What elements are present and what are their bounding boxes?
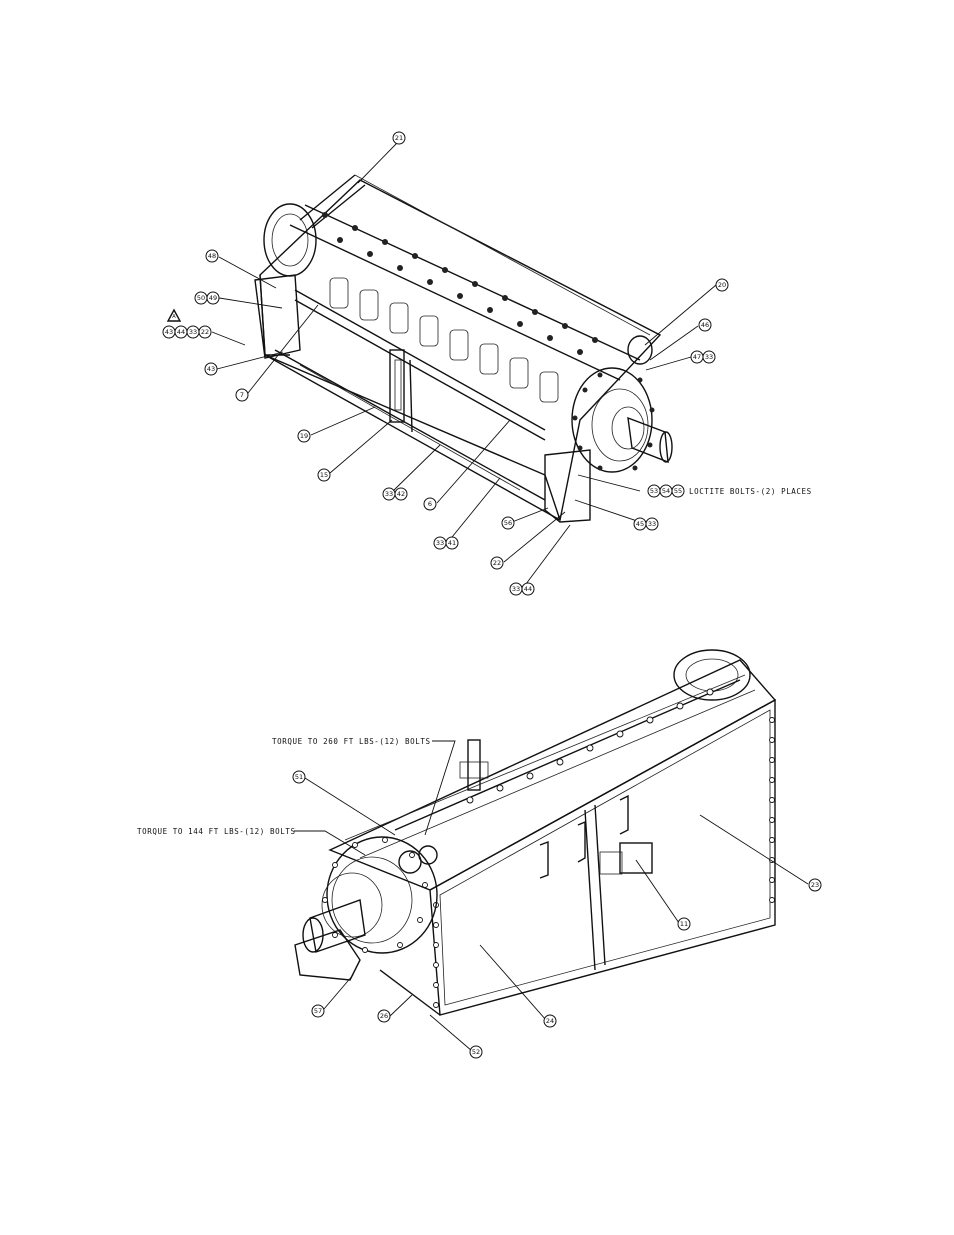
note-torque-260: TORQUE TO 260 FT LBS-(12) BOLTS — [272, 737, 431, 746]
svg-text:33: 33 — [648, 520, 656, 528]
balloon-33-c: 33 — [433, 536, 447, 550]
svg-text:54: 54 — [662, 487, 670, 495]
balloon-11: 11 — [677, 917, 691, 931]
svg-text:42: 42 — [397, 490, 405, 498]
svg-text:33: 33 — [189, 328, 197, 336]
balloon-44-group: 44 — [174, 325, 188, 339]
svg-text:57: 57 — [314, 1007, 322, 1015]
svg-text:33: 33 — [385, 490, 393, 498]
svg-text:33: 33 — [705, 353, 713, 361]
balloon-42: 42 — [394, 487, 408, 501]
balloon-33-group: 33 — [186, 325, 200, 339]
svg-text:46: 46 — [701, 321, 709, 329]
svg-text:41: 41 — [448, 539, 456, 547]
balloon-44: 44 — [521, 582, 535, 596]
balloon-43: 43 — [204, 362, 218, 376]
svg-text:49: 49 — [209, 294, 217, 302]
lower-view: 51 23 11 24 57 26 52 TORQUE TO 260 FT LB… — [137, 649, 822, 1059]
svg-text:43: 43 — [165, 328, 173, 336]
svg-text:11: 11 — [680, 920, 688, 928]
balloon-23: 23 — [808, 878, 822, 892]
balloon-22-group: 22 — [198, 325, 212, 339]
note-torque-144: TORQUE TO 144 FT LBS-(12) BOLTS — [137, 827, 296, 836]
svg-text:26: 26 — [380, 1012, 388, 1020]
balloon-45: 45 — [633, 517, 647, 531]
balloon-43-group: 43 — [162, 325, 176, 339]
svg-text:33: 33 — [512, 585, 520, 593]
balloon-20: 20 — [715, 278, 729, 292]
svg-text:6: 6 — [428, 500, 432, 508]
note-loctite-bolts: LOCTITE BOLTS-(2) PLACES — [689, 487, 812, 496]
balloon-53: 53 — [647, 484, 661, 498]
balloon-6: 6 — [423, 497, 437, 511]
svg-text:19: 19 — [300, 432, 308, 440]
balloon-51: 51 — [292, 770, 306, 784]
svg-text:47: 47 — [693, 353, 701, 361]
balloon-15: 15 — [317, 468, 331, 482]
svg-text:44: 44 — [177, 328, 185, 336]
balloon-48: 48 — [205, 249, 219, 263]
balloon-24: 24 — [543, 1014, 557, 1028]
svg-text:20: 20 — [718, 281, 726, 289]
svg-text:48: 48 — [208, 252, 216, 260]
svg-text:52: 52 — [472, 1048, 480, 1056]
balloon-7: 7 — [235, 388, 249, 402]
balloon-22: 22 — [490, 556, 504, 570]
warning-symbol-label: A — [172, 314, 176, 320]
balloon-21: 21 — [392, 131, 406, 145]
svg-text:53: 53 — [650, 487, 658, 495]
balloon-19: 19 — [297, 429, 311, 443]
balloon-26: 26 — [377, 1009, 391, 1023]
svg-text:45: 45 — [636, 520, 644, 528]
upper-view: A 21 48 50 49 43 44 — [162, 131, 812, 596]
balloon-55: 55 — [671, 484, 685, 498]
svg-text:33: 33 — [436, 539, 444, 547]
balloon-49: 49 — [206, 291, 220, 305]
warning-icon — [166, 308, 182, 322]
balloon-41: 41 — [445, 536, 459, 550]
balloon-54: 54 — [659, 484, 673, 498]
svg-text:55: 55 — [674, 487, 682, 495]
svg-text:7: 7 — [240, 391, 244, 399]
balloon-33-b: 33 — [382, 487, 396, 501]
balloon-33-e: 33 — [645, 517, 659, 531]
svg-text:23: 23 — [811, 881, 819, 889]
balloon-46: 46 — [698, 318, 712, 332]
svg-text:15: 15 — [320, 471, 328, 479]
svg-text:44: 44 — [524, 585, 532, 593]
svg-text:24: 24 — [546, 1017, 554, 1025]
balloon-57: 57 — [311, 1004, 325, 1018]
balloon-33-f: 33 — [702, 350, 716, 364]
svg-text:22: 22 — [493, 559, 501, 567]
svg-text:21: 21 — [395, 134, 403, 142]
balloon-56: 56 — [501, 516, 515, 530]
svg-text:43: 43 — [207, 365, 215, 373]
balloon-50: 50 — [194, 291, 208, 305]
balloon-52: 52 — [469, 1045, 483, 1059]
svg-text:51: 51 — [295, 773, 303, 781]
svg-text:22: 22 — [201, 328, 209, 336]
svg-text:50: 50 — [197, 294, 205, 302]
svg-text:56: 56 — [504, 519, 512, 527]
balloon-47: 47 — [690, 350, 704, 364]
balloon-33-d: 33 — [509, 582, 523, 596]
